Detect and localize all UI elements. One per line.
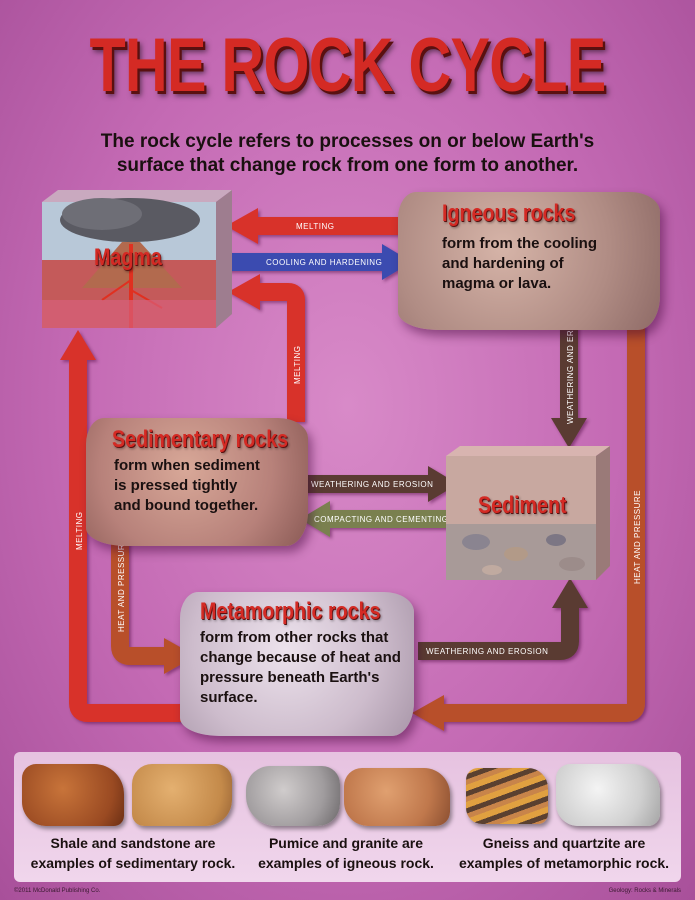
metamorphic-rock-image bbox=[180, 592, 414, 736]
subtitle-line-1: The rock cycle refers to processes on or… bbox=[100, 131, 595, 152]
metamorphic-line-4: surface. bbox=[200, 689, 258, 706]
arrow-label-weathering-meta: WEATHERING AND EROSION bbox=[426, 647, 548, 656]
arrow-melting-left: MELTING bbox=[60, 330, 190, 722]
sedimentary-description: form when sediment is pressed tightly an… bbox=[114, 456, 304, 516]
arrow-label-cooling: COOLING AND HARDENING bbox=[266, 258, 382, 267]
arrow-melting-top: MELTING bbox=[226, 208, 416, 244]
caption-igneous: Pumice and granite are examples of igneo… bbox=[246, 833, 446, 873]
arrow-label-heat-pressure-left: HEAT AND PRESSURE bbox=[117, 538, 126, 632]
metamorphic-heading: Metamorphic rocks bbox=[200, 598, 381, 625]
metamorphic-box: Metamorphic rocks form from other rocks … bbox=[180, 592, 416, 738]
page-title: THE ROCK CYCLE bbox=[89, 23, 606, 108]
igneous-rock-image bbox=[398, 192, 660, 330]
igneous-line-1: form from the cooling bbox=[442, 235, 597, 252]
rock-sample-granite bbox=[344, 768, 450, 826]
metamorphic-line-1: form from other rocks that bbox=[200, 629, 389, 646]
arrow-cooling-hardening: COOLING AND HARDENING bbox=[226, 244, 412, 280]
arrow-weathering-igneous: WEATHERING AND EROSION bbox=[551, 302, 587, 448]
igneous-line-3: magma or lava. bbox=[442, 275, 552, 292]
caption-sedimentary-line-2: examples of sedimentary rock. bbox=[30, 855, 236, 871]
metamorphic-line-3: pressure beneath Earth's bbox=[200, 669, 380, 686]
rock-sample-pumice bbox=[246, 766, 340, 826]
arrow-melting-sedimentary: MELTING bbox=[228, 274, 305, 422]
arrow-weathering-sedimentary: WEATHERING AND EROSION bbox=[300, 466, 458, 502]
arrow-weathering-metamorphic: WEATHERING AND EROSION bbox=[418, 578, 588, 660]
sedimentary-box: Sedimentary rocks form when sediment is … bbox=[86, 418, 310, 548]
magma-box: Magma bbox=[42, 190, 232, 330]
metamorphic-description: form from other rocks that change becaus… bbox=[200, 628, 414, 708]
sedimentary-line-2: is pressed tightly bbox=[114, 477, 238, 494]
caption-metamorphic-line-1: Gneiss and quartzite are bbox=[482, 835, 646, 851]
rock-sample-sandstone bbox=[132, 764, 232, 826]
caption-igneous-line-2: examples of igneous rock. bbox=[258, 855, 434, 871]
arrow-label-weathering-igneous: WEATHERING AND EROSION bbox=[566, 302, 575, 424]
sediment-illustration bbox=[446, 446, 610, 580]
arrow-label-weathering-sed: WEATHERING AND EROSION bbox=[311, 480, 433, 489]
sedimentary-line-1: form when sediment bbox=[114, 457, 260, 474]
rock-sample-shale bbox=[22, 764, 124, 826]
subtitle-line-2: surface that change rock from one form t… bbox=[116, 155, 579, 176]
sedimentary-line-3: and bound together. bbox=[114, 497, 259, 514]
sedimentary-heading: Sedimentary rocks bbox=[112, 426, 289, 453]
footer-series: Geology: Rocks & Minerals bbox=[608, 888, 681, 894]
igneous-description: form from the cooling and hardening of m… bbox=[442, 234, 652, 294]
caption-igneous-line-1: Pumice and granite are bbox=[268, 835, 424, 851]
sediment-box: Sediment bbox=[446, 446, 610, 582]
arrow-label-heat-pressure-right: HEAT AND PRESSURE bbox=[633, 490, 642, 584]
metamorphic-line-2: change because of heat and bbox=[200, 649, 401, 666]
subtitle: The rock cycle refers to processes on or… bbox=[40, 130, 655, 178]
caption-metamorphic-line-2: examples of metamorphic rock. bbox=[458, 855, 670, 871]
arrow-heat-pressure-right: HEAT AND PRESSURE bbox=[412, 325, 645, 731]
arrow-label-melting-sed: MELTING bbox=[293, 346, 302, 384]
magma-heading: Magma bbox=[94, 244, 162, 271]
arrow-label-compacting: COMPACTING AND CEMENTING bbox=[314, 515, 449, 524]
arrow-label-melting-left: MELTING bbox=[75, 512, 84, 550]
igneous-box: Igneous rocks form from the cooling and … bbox=[398, 192, 660, 332]
sedimentary-rock-image bbox=[86, 418, 308, 546]
igneous-heading: Igneous rocks bbox=[442, 200, 576, 227]
sediment-heading: Sediment bbox=[478, 492, 567, 519]
footer-copyright: ©2011 McDonald Publishing Co. bbox=[14, 888, 101, 894]
rock-sample-gneiss bbox=[466, 768, 548, 824]
caption-sedimentary: Shale and sandstone are examples of sedi… bbox=[18, 833, 248, 873]
arrow-compacting-cementing: COMPACTING AND CEMENTING bbox=[300, 501, 452, 537]
caption-metamorphic: Gneiss and quartzite are examples of met… bbox=[448, 833, 680, 873]
igneous-line-2: and hardening of bbox=[442, 255, 564, 272]
caption-sedimentary-line-1: Shale and sandstone are bbox=[50, 835, 216, 851]
cycle-arrows: MELTING COOLING AND HARDENING WEATHERING… bbox=[60, 208, 645, 731]
arrow-label-melting-top: MELTING bbox=[296, 222, 334, 231]
rock-sample-quartzite bbox=[556, 764, 660, 826]
volcano-illustration bbox=[42, 190, 232, 328]
